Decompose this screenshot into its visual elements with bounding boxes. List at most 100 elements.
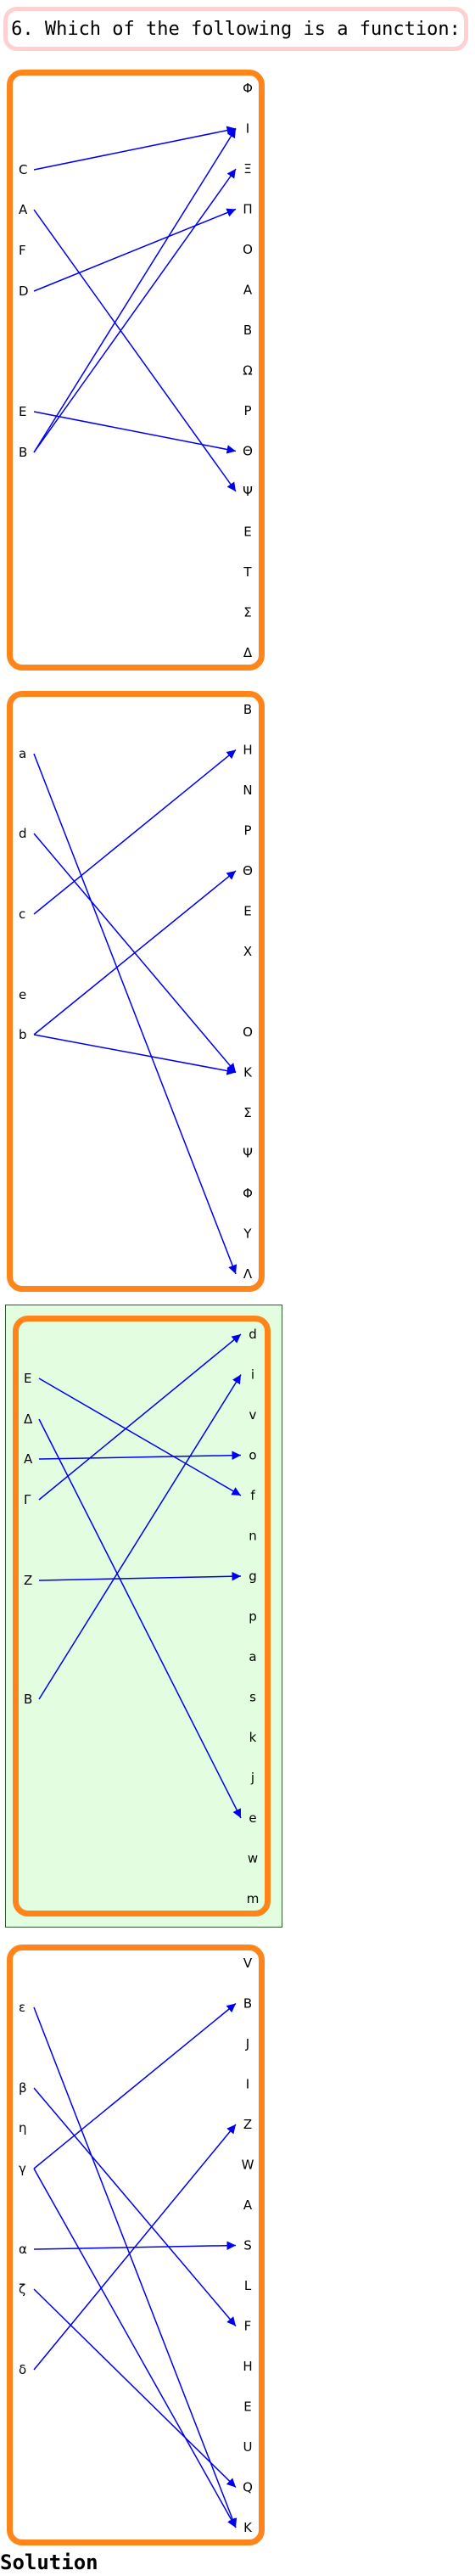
mapping-arrow — [33, 209, 237, 492]
codomain-label: A — [243, 2197, 253, 2213]
codomain-label: w — [248, 1851, 258, 1866]
mapping-arrow — [33, 128, 237, 453]
codomain-label: Ν — [243, 783, 252, 798]
codomain-label: Φ — [243, 81, 253, 96]
domain-label: e — [19, 987, 26, 1002]
codomain-label: a — [249, 1649, 256, 1664]
codomain-label: Κ — [243, 1065, 253, 1080]
domain-label: ζ — [19, 2281, 25, 2297]
codomain-label: Θ — [243, 444, 253, 459]
codomain-label: g — [249, 1569, 257, 1584]
mapping-arrow — [33, 2002, 237, 2169]
domain-label: B — [24, 1692, 32, 1707]
codomain-label: Θ — [243, 863, 253, 878]
domain-label: a — [19, 746, 26, 761]
domain-label: α — [19, 2242, 27, 2257]
question-box: 6. Which of the following is a function: — [3, 7, 468, 51]
codomain-label: S — [243, 2238, 252, 2253]
codomain-label: Χ — [243, 944, 252, 959]
mapping-arrow — [33, 168, 237, 453]
codomain-label: j — [250, 1771, 254, 1786]
codomain-label: Σ — [243, 1105, 251, 1120]
codomain-label: E — [243, 2399, 251, 2415]
codomain-label: H — [243, 2359, 252, 2374]
codomain-label: Ψ — [243, 1146, 253, 1161]
domain-label: Z — [24, 1573, 32, 1588]
domain-label: d — [19, 826, 27, 841]
codomain-label: Ρ — [243, 823, 251, 839]
codomain-label: e — [249, 1810, 256, 1826]
codomain-label: K — [243, 2520, 253, 2535]
codomain-label: W — [242, 2158, 254, 2173]
codomain-label: Δ — [243, 645, 253, 660]
codomain-label: Ω — [243, 363, 252, 379]
domain-label: Δ — [24, 1411, 33, 1427]
codomain-label: Α — [243, 283, 253, 298]
codomain-label: L — [244, 2278, 252, 2293]
domain-label: E — [19, 404, 26, 419]
domain-label: Γ — [24, 1492, 31, 1507]
mapping-arrow — [33, 208, 237, 292]
domain-label: c — [19, 906, 25, 922]
mapping-arrow — [38, 1418, 242, 1819]
codomain-label: Ο — [243, 242, 253, 257]
codomain-label: V — [243, 1956, 253, 1971]
mapping-arrow — [33, 753, 238, 1275]
codomain-label: Υ — [243, 1226, 252, 1242]
mapping-arrow — [38, 1374, 242, 1700]
mapping-arrow — [33, 2288, 237, 2489]
codomain-label: p — [249, 1609, 257, 1625]
codomain-label: o — [249, 1448, 256, 1463]
domain-label: γ — [19, 2161, 26, 2176]
option-2-panel[interactable] — [7, 691, 265, 1292]
domain-label: δ — [19, 2362, 26, 2377]
domain-label: C — [19, 162, 27, 177]
codomain-label: Σ — [243, 605, 251, 620]
codomain-label: Ε — [243, 525, 251, 540]
codomain-label: Z — [243, 2117, 252, 2132]
mapping-arrow — [33, 2168, 237, 2528]
mapping-arrow — [33, 411, 237, 454]
codomain-label: Τ — [243, 564, 252, 580]
mapping-arrow — [33, 749, 237, 915]
option-3-panel[interactable] — [13, 1316, 271, 1917]
codomain-label: s — [249, 1690, 256, 1705]
domain-label: E — [24, 1371, 31, 1386]
codomain-label: J — [245, 2036, 249, 2051]
option-4-panel[interactable] — [7, 1945, 265, 2545]
domain-label: β — [19, 2080, 27, 2096]
codomain-label: Ε — [243, 904, 251, 919]
domain-label: ε — [19, 2000, 25, 2015]
mapping-arrow — [38, 1333, 242, 1501]
codomain-label: U — [243, 2439, 253, 2455]
domain-label: D — [19, 283, 29, 299]
domain-label: η — [19, 2120, 27, 2135]
domain-label: A — [19, 202, 28, 217]
mapping-arrow — [33, 2087, 237, 2326]
mapping-arrow — [33, 870, 237, 1035]
mapping-arrow — [33, 2124, 237, 2371]
domain-label: A — [24, 1451, 33, 1467]
domain-label: B — [19, 445, 27, 460]
mapping-arrow — [33, 2006, 238, 2528]
codomain-label: Β — [243, 702, 252, 717]
codomain-label: Ι — [246, 121, 249, 137]
question-text: 6. Which of the following is a function: — [11, 18, 461, 40]
mapping-arrow — [38, 1378, 242, 1496]
domain-label: b — [19, 1027, 27, 1042]
mapping-arrow — [38, 1571, 242, 1581]
codomain-label: i — [251, 1367, 254, 1383]
codomain-label: Ο — [243, 1024, 253, 1040]
codomain-label: Π — [243, 202, 252, 217]
option-1-panel[interactable] — [7, 70, 265, 671]
codomain-label: Ψ — [243, 484, 253, 499]
codomain-label: I — [246, 2077, 249, 2092]
codomain-label: Q — [243, 2480, 253, 2495]
codomain-label: f — [250, 1488, 255, 1503]
mapping-arrow — [33, 1034, 237, 1075]
solution-heading: Solution — [0, 2551, 98, 2574]
codomain-label: B — [243, 1996, 252, 2012]
codomain-label: Β — [243, 323, 252, 338]
